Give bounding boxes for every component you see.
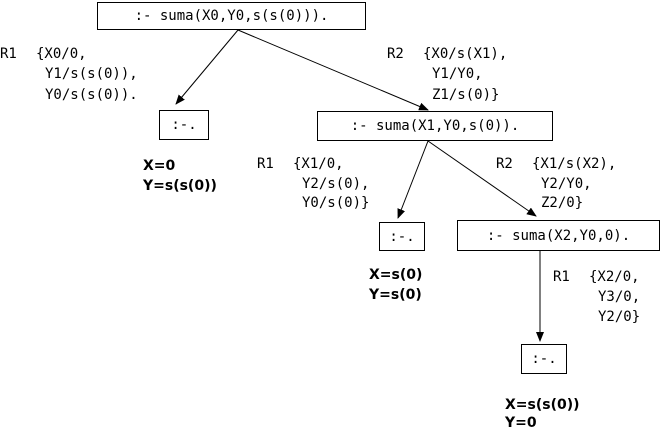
- edge-subst-e5-line1: {X2/0,: [589, 269, 640, 285]
- edge-subst-e4-line2: Y2/Y0,: [541, 176, 592, 192]
- result-2-y: Y=s(0): [369, 287, 422, 303]
- node-leaf2: :-.: [379, 222, 425, 251]
- edge-mid-leaf2: [397, 140, 429, 219]
- edge-rule-e2: R2: [387, 46, 404, 62]
- node-leaf3: :-.: [521, 344, 567, 374]
- edge-rule-e3: R1: [257, 156, 274, 172]
- edge-subst-e1-line1: {X0/0,: [36, 46, 87, 62]
- edge-rule-e1: R1: [0, 46, 17, 62]
- edge-subst-e3-line2: Y2/s(0),: [302, 176, 370, 192]
- edge-subst-e3-line3: Y0/s(0)}: [302, 195, 370, 211]
- edge-mid-right: [427, 140, 537, 217]
- result-2-x: X=s(0): [369, 267, 423, 283]
- edge-subst-e4-line1: {X1/s(X2),: [532, 156, 617, 172]
- edge-rule-e5: R1: [553, 269, 570, 285]
- edge-rule-e4: R2: [496, 156, 513, 172]
- result-3-x: X=s(s(0)): [505, 397, 580, 413]
- node-root: :- suma(X0,Y0,s(s(0))).: [97, 2, 366, 30]
- edge-subst-e5-line3: Y2/0}: [598, 309, 641, 325]
- node-leaf1: :-.: [159, 110, 209, 140]
- edge-subst-e2-line3: Z1/s(0)}: [432, 87, 500, 103]
- edge-subst-e2-line1: {X0/s(X1),: [423, 46, 508, 62]
- result-1-y: Y=s(s(0)): [143, 178, 217, 194]
- edge-root-mid: [237, 29, 429, 111]
- result-3-y: Y=0: [505, 415, 537, 430]
- node-right: :- suma(X2,Y0,0).: [457, 220, 660, 251]
- edge-subst-e3-line1: {X1/0,: [293, 156, 344, 172]
- edge-subst-e1-line3: Y0/s(s(0)).: [45, 87, 138, 103]
- node-mid: :- suma(X1,Y0,s(0)).: [317, 111, 553, 141]
- result-1-x: X=0: [143, 158, 176, 174]
- edge-subst-e2-line2: Y1/Y0,: [432, 66, 483, 82]
- edge-subst-e4-line3: Z2/0}: [541, 195, 584, 211]
- edge-subst-e1-line2: Y1/s(s(0)),: [45, 66, 138, 82]
- edge-subst-e5-line2: Y3/0,: [598, 289, 641, 305]
- edge-root-leaf1: [175, 29, 239, 105]
